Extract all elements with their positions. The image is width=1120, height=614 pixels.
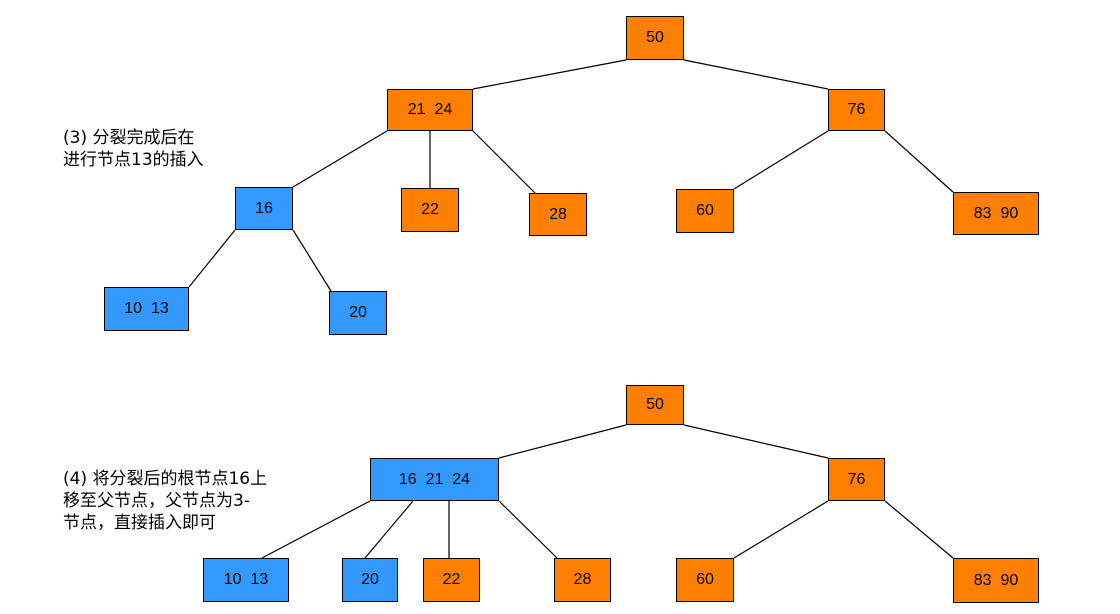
edge	[498, 424, 627, 459]
edge	[188, 229, 236, 288]
caption-step-4: (4) 将分裂后的根节点16上 移至父节点，父节点为3- 节点，直接插入即可	[63, 468, 267, 534]
edge	[261, 500, 371, 559]
tree-node-10-13: 10 13	[203, 558, 289, 602]
edge	[733, 500, 829, 559]
tree-node-21-24: 21 24	[387, 89, 473, 131]
caption-step-3: (3) 分裂完成后在 进行节点13的插入	[63, 127, 204, 171]
caption-line: 移至父节点，父节点为3-	[63, 491, 250, 511]
tree-node-28: 28	[529, 193, 587, 236]
edge	[292, 229, 332, 292]
tree-node-20: 20	[329, 291, 387, 335]
tree-node-60: 60	[676, 558, 734, 602]
tree-node-16: 16	[235, 187, 293, 230]
edge	[733, 130, 829, 190]
tree-node-10-13: 10 13	[104, 287, 189, 331]
tree-node-76: 76	[828, 458, 885, 501]
caption-line: (4) 将分裂后的根节点16上	[63, 469, 268, 489]
edge	[884, 500, 954, 559]
caption-line: 进行节点13的插入	[63, 150, 204, 170]
tree-node-60: 60	[676, 189, 734, 233]
edge	[683, 424, 829, 459]
tree-node-22: 22	[401, 188, 459, 232]
tree-node-28: 28	[554, 558, 611, 602]
edge	[884, 130, 954, 193]
tree-node-root: 50	[626, 385, 684, 425]
edge	[292, 130, 388, 188]
edge	[472, 59, 627, 90]
tree-node-83-90: 83 90	[953, 192, 1039, 235]
caption-line: (3) 分裂完成后在	[63, 128, 195, 148]
tree-node-76: 76	[828, 89, 885, 131]
tree-node-20: 20	[342, 558, 398, 602]
edge	[683, 59, 829, 90]
edge	[472, 130, 536, 194]
caption-line: 节点，直接插入即可	[63, 513, 216, 533]
tree-node-root: 50	[626, 16, 684, 60]
tree-node-16-21-24: 16 21 24	[370, 458, 499, 501]
tree-node-22: 22	[423, 558, 480, 602]
tree-node-83-90: 83 90	[953, 558, 1039, 603]
edge	[498, 500, 558, 559]
edge	[364, 500, 414, 559]
